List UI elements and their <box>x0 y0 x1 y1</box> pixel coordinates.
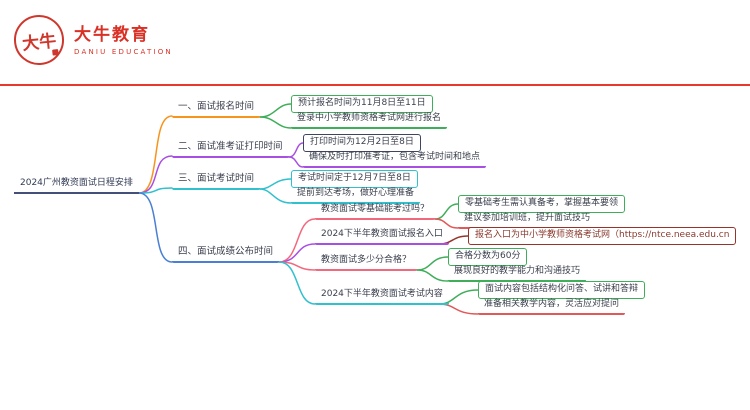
node-zero-basis-question[interactable]: 教资面试零基础能考过吗？ <box>315 202 436 220</box>
mindmap-root[interactable]: 2024广州教资面试日程安排 <box>14 175 139 194</box>
node-exam-content-question[interactable]: 2024下半年教资面试考试内容 <box>315 287 449 305</box>
connector-b4-q1 <box>278 218 316 263</box>
header: 大牛 大牛教育 DANIU EDUCATION <box>11 12 173 68</box>
branch-ticket-print-time[interactable]: 二、面试准考证打印时间 <box>172 139 289 158</box>
node-pass-score-question[interactable]: 教资面试多少分合格？ <box>315 253 418 271</box>
connector-root-branch2 <box>138 155 173 194</box>
node-print-date[interactable]: 打印时间为12月2日至8日 <box>303 134 421 152</box>
brand-name: 大牛教育 <box>74 24 150 45</box>
node-signup-entry-url[interactable]: 报名入口为中小学教师资格考试网（https://ntce.neea.edu.cn <box>468 227 737 245</box>
node-print-tip[interactable]: 确保及时打印准考证，包含考试时间和地点 <box>303 150 487 168</box>
node-signup-entry[interactable]: 2024下半年教资面试报名入口 <box>315 227 449 245</box>
connector-layer <box>138 103 479 315</box>
node-exam-tip[interactable]: 提前到达考场，做好心理准备 <box>291 186 421 204</box>
seal-mark-icon <box>52 49 59 56</box>
connector-root-branch3 <box>138 187 173 194</box>
connector-b2-c2 <box>288 156 304 168</box>
mindmap-canvas: 2024广州教资面试日程安排 一、面试报名时间 预计报名时间为11月8日至11日… <box>0 86 750 410</box>
connector-b3-c1 <box>259 178 292 190</box>
node-zero-basis-answer[interactable]: 零基础考生需认真备考，掌握基本要领 <box>458 195 626 213</box>
connector-q4-c2 <box>438 303 479 315</box>
node-registration-site[interactable]: 登录中小学教师资格考试网进行报名 <box>291 111 448 129</box>
connector-root-branch1 <box>138 115 173 194</box>
brand-subtitle: DANIU EDUCATION <box>74 47 173 56</box>
connector-b4-q4 <box>278 261 316 305</box>
connector-q1-c2 <box>434 218 459 229</box>
node-exam-content-tip[interactable]: 准备相关教学内容，灵活应对提问 <box>478 297 626 315</box>
branch-registration-time[interactable]: 一、面试报名时间 <box>172 99 261 118</box>
node-exam-content-answer[interactable]: 面试内容包括结构化问答、试讲和答辩 <box>478 281 646 299</box>
brand-logo-seal: 大牛 <box>11 12 67 68</box>
connector-q1-c1 <box>434 203 459 220</box>
branch-results-time[interactable]: 四、面试成绩公布时间 <box>172 244 280 263</box>
connector-b1-c1 <box>259 103 292 118</box>
connector-b1-c2 <box>259 116 292 129</box>
node-pass-score-tip[interactable]: 展现良好的教学能力和沟通技巧 <box>448 264 587 282</box>
connector-q3-c2 <box>416 269 449 282</box>
header-divider <box>0 84 750 86</box>
node-exam-date[interactable]: 考试时间定于12月7日至8日 <box>291 170 418 188</box>
connector-q3-c1 <box>416 256 449 271</box>
brand-block: 大牛教育 DANIU EDUCATION <box>74 25 173 56</box>
connector-b2-c1 <box>288 142 304 158</box>
connector-b4-q2 <box>278 243 316 263</box>
node-pass-score-answer[interactable]: 合格分数为60分 <box>448 248 528 266</box>
connector-b3-c2 <box>259 188 292 204</box>
connector-root-branch4 <box>138 192 173 263</box>
branch-exam-time[interactable]: 三、面试考试时间 <box>172 171 261 190</box>
node-registration-date[interactable]: 预计报名时间为11月8日至11日 <box>291 95 433 113</box>
